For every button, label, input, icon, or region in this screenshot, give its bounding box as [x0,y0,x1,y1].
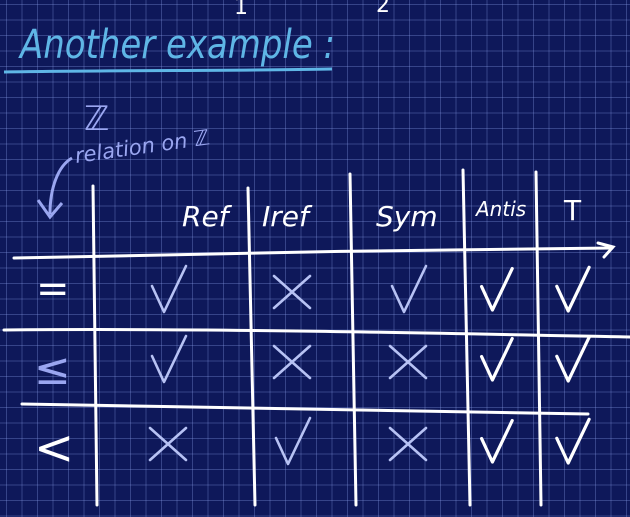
divider-antis-t [534,170,543,507]
row-label: = [36,266,70,312]
row-label: < [34,420,74,476]
column-header: Antis [474,197,526,221]
column-header: Sym [376,200,438,233]
check-icon [150,264,188,314]
cross-icon [388,426,428,462]
title-underline [3,67,333,74]
title-text: Another example : [17,22,335,68]
divider-iref-sym [348,172,358,507]
column-header: T [563,194,582,227]
row-rule-1 [2,328,630,339]
top-mark-1: 1 [234,0,248,20]
divider-ref-iref [246,186,257,507]
check-icon [274,416,312,466]
column-headers: Ref Iref Sym Antis T [182,194,582,233]
divider-sym-antis [461,168,472,507]
check-icon [480,337,514,382]
check-icon [480,419,514,464]
header-rule-arrow [596,241,616,259]
arrow-head [36,199,64,220]
relation-column-divider [91,184,99,507]
check-icon [390,264,428,314]
top-mark-2: 2 [376,0,390,18]
cell-marks [148,264,591,466]
cross-icon [148,426,188,462]
cross-icon [388,344,428,380]
cross-icon [272,344,312,380]
check-icon [555,335,591,383]
column-header: Iref [262,200,313,233]
curved-arrow [48,156,73,215]
set-note: ℤ [84,99,109,139]
table-lines [2,168,630,507]
check-icon [480,267,514,312]
row-rule-2 [20,402,590,416]
cross-icon [272,274,312,310]
row-labels: = ≤ < [34,266,74,476]
check-icon [555,265,591,313]
check-icon [150,334,188,384]
header-rule [12,246,614,260]
row-label: ≤ [34,344,71,395]
column-header: Ref [182,200,233,233]
check-icon [555,417,591,465]
